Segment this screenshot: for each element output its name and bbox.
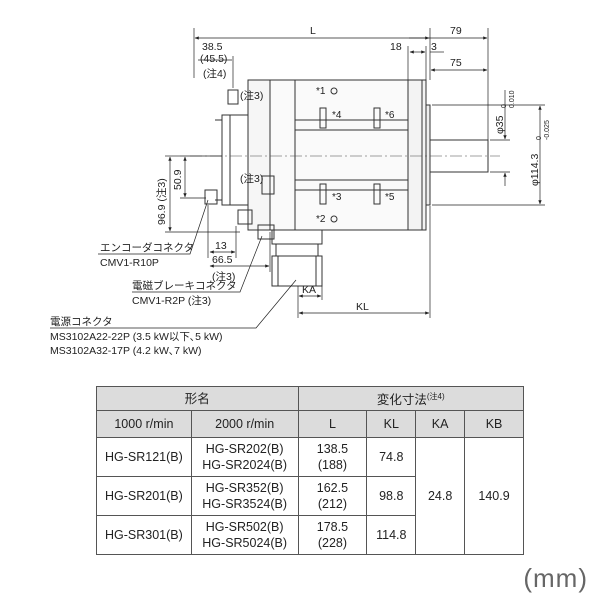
dim-shaft-tol-top: 0 — [501, 104, 508, 108]
power-connector-part2: MS3102A32-17P (4.2 kW､7 kW) — [50, 345, 202, 357]
cell-model-1000: HG-SR121(B) — [96, 437, 192, 477]
cell-model-2000: HG-SR502(B)HG-SR5024(B) — [190, 515, 299, 555]
brake-connector-part: CMV1-R2P (注3) — [132, 294, 211, 307]
dim-45-5: (45.5) — [200, 53, 227, 65]
power-connector-part1: MS3102A22-22P (3.5 kW以下､5 kW) — [50, 331, 223, 343]
dim-96-9: 96.9 (注3) — [155, 178, 168, 225]
col-2000rpm: 2000 r/min — [190, 410, 299, 438]
table-row: HG-SR301(B) HG-SR502(B)HG-SR5024(B) 178.… — [96, 515, 524, 555]
cell-model-2000: HG-SR202(B)HG-SR2024(B) — [190, 437, 299, 477]
variable-dimension-table: 形名 変化寸法(注4) 1000 r/min 2000 r/min L KL K… — [96, 386, 525, 555]
power-connector-label: 電源コネクタ — [50, 315, 113, 328]
cell-KL: 114.8 — [366, 515, 417, 555]
header-variable-dimensions: 変化寸法(注4) — [297, 386, 525, 411]
col-KB: KB — [464, 410, 524, 438]
dim-note4: (注4) — [203, 67, 226, 80]
mark-3: *3 — [332, 192, 342, 203]
brake-connector-label: 電磁ブレーキコネクタ — [132, 279, 237, 292]
mark-2: *2 — [316, 214, 326, 225]
col-1000rpm: 1000 r/min — [96, 410, 192, 438]
cell-KA: 24.8 — [415, 437, 466, 555]
dim-spigot-dia: φ114.3 — [529, 154, 541, 186]
cell-L: 162.5(212) — [297, 476, 368, 516]
encoder-connector-label: エンコーダコネクタ — [100, 241, 194, 254]
dim-L: L — [310, 25, 316, 37]
dim-spigot-tol-bot: -0.025 — [544, 120, 551, 140]
dimension-lines — [50, 28, 545, 329]
dim-KL: KL — [356, 301, 369, 313]
dim-note3-top: (注3) — [240, 89, 263, 102]
dim-spigot-tol-top: 0 — [536, 136, 543, 140]
dim-50-9: 50.9 — [172, 169, 184, 190]
dim-note3-mid: (注3) — [240, 172, 263, 185]
motor-dimension-drawing: L 79 18 3 75 38.5 (45.5) (注4) (注3) (注3) … — [50, 25, 551, 357]
header-model: 形名 — [96, 386, 299, 411]
dim-18: 18 — [390, 41, 402, 53]
cell-KL: 74.8 — [366, 437, 417, 477]
dim-38-5: 38.5 — [202, 41, 223, 53]
cell-KB: 140.9 — [464, 437, 524, 555]
mark-5: *5 — [385, 192, 395, 203]
mark-4: *4 — [332, 110, 342, 121]
table-row: HG-SR201(B) HG-SR352(B)HG-SR3524(B) 162.… — [96, 476, 524, 516]
dim-note3-low: (注3) — [212, 270, 235, 283]
cell-L: 178.5(228) — [297, 515, 368, 555]
col-KA: KA — [415, 410, 466, 438]
unit-label: (mm) — [523, 563, 588, 593]
table-row: HG-SR121(B) HG-SR202(B)HG-SR2024(B) 138.… — [96, 437, 524, 555]
mark-6: *6 — [385, 110, 395, 121]
mark-1: *1 — [316, 86, 326, 97]
dim-3: 3 — [431, 41, 437, 53]
cell-L: 138.5(188) — [297, 437, 368, 477]
encoder-connector-part: CMV1-R10P — [100, 257, 159, 269]
dim-79: 79 — [450, 25, 462, 37]
cell-model-1000: HG-SR301(B) — [96, 515, 192, 555]
cell-model-1000: HG-SR201(B) — [96, 476, 192, 516]
cell-KL: 98.8 — [366, 476, 417, 516]
dim-66-5: 66.5 — [212, 254, 233, 266]
col-KL: KL — [366, 410, 417, 438]
header-variable-note: (注4) — [426, 391, 445, 401]
dim-shaft-dia: φ35 — [494, 115, 506, 134]
cell-model-2000: HG-SR352(B)HG-SR3524(B) — [190, 476, 299, 516]
col-L: L — [297, 410, 368, 438]
dim-75: 75 — [450, 57, 462, 69]
dim-13: 13 — [215, 240, 227, 252]
dim-shaft-tol-bot: 0.010 — [509, 90, 516, 108]
dim-KA: KA — [302, 284, 316, 296]
